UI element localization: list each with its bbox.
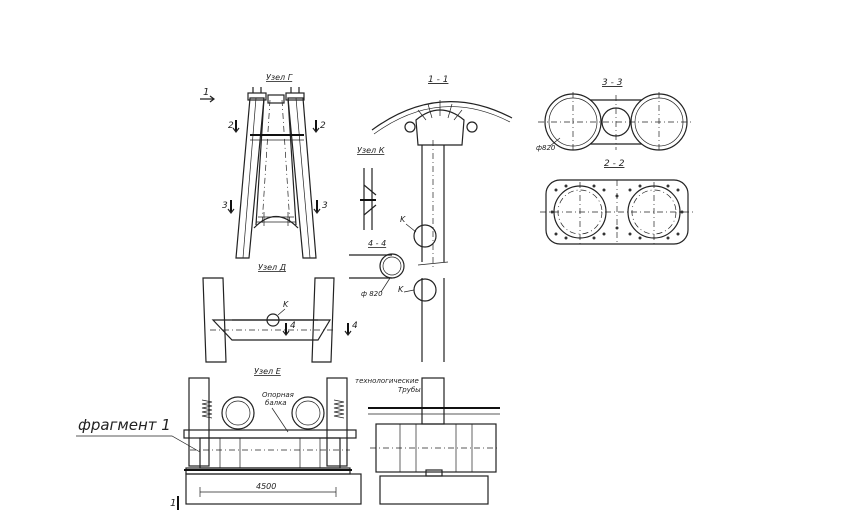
node-e-label: Узел Е xyxy=(254,367,282,376)
section-mark-1-bottom: 1 xyxy=(170,498,176,509)
svg-text:K: K xyxy=(400,215,406,224)
left-cap xyxy=(247,92,267,101)
column-head xyxy=(415,109,465,146)
detail-left-post xyxy=(202,277,227,363)
node-d-detail: K 4 4 Узел Е xyxy=(202,277,358,376)
dimension-line xyxy=(199,487,337,497)
svg-text:4: 4 xyxy=(290,321,296,331)
support-frame xyxy=(199,437,341,469)
section-3-3-dia: ф820 xyxy=(536,144,556,152)
detail-k-circle xyxy=(266,313,280,327)
section-2-2: 2 - 2 xyxy=(540,159,694,245)
svg-text:K: K xyxy=(398,285,404,294)
left-spring xyxy=(201,399,213,419)
svg-text:4: 4 xyxy=(352,321,358,331)
support-foundation xyxy=(185,473,362,505)
pipe-4-4 xyxy=(349,254,392,279)
tech-column xyxy=(421,377,445,425)
section-4-4-title: 4 - 4 xyxy=(368,239,386,248)
section-2-2-title: 2 - 2 xyxy=(604,159,625,169)
section-1-1-title: 1 - 1 xyxy=(428,75,448,85)
section-3-3: 3 - 3 ф820 xyxy=(536,78,694,152)
tech-foundation xyxy=(379,475,489,505)
svg-text:2: 2 xyxy=(228,121,234,131)
svg-text:3: 3 xyxy=(222,201,228,211)
support-beam-label-2: балка xyxy=(265,399,287,407)
svg-text:3: 3 xyxy=(322,201,328,211)
pipe-4-4-end xyxy=(379,253,405,279)
pipe-dia-b: ф 820 xyxy=(361,290,383,298)
fragment-label: фрагмент 1 xyxy=(78,416,171,434)
tech-pipes-label-2: Трубы xyxy=(398,386,421,394)
support-beam-top xyxy=(183,429,357,439)
dimension-4500: 4500 xyxy=(256,482,276,491)
pipe-right xyxy=(291,396,325,430)
node-d-label: Узел Д xyxy=(258,263,286,272)
node-k-circle-1 xyxy=(413,224,437,248)
leg-arch xyxy=(253,215,299,229)
node-k-detail: Узел К 4 - 4 ф 820 xyxy=(349,146,405,298)
right-leg xyxy=(287,97,317,259)
node-e-support: 4500 Опорная балка 1 фрагмент 1 xyxy=(76,377,362,510)
section-arrow-1 xyxy=(200,95,215,103)
support-beam-label-1: Опорная xyxy=(262,391,294,399)
left-leg xyxy=(235,97,265,259)
tech-pipes-section: технологические Трубы xyxy=(355,377,500,505)
node-g-label: Узел Г xyxy=(266,73,293,82)
tech-pipes-label-1: технологические xyxy=(355,377,419,385)
roof-arch xyxy=(371,101,513,131)
right-cap xyxy=(285,92,305,101)
support-right-column xyxy=(326,377,348,467)
fragment-leader xyxy=(76,435,201,453)
column-upper xyxy=(421,145,445,262)
detail-right-post xyxy=(311,277,335,363)
twin-column-elevation: 1 Узел Г 2 2 3 3 xyxy=(200,73,328,272)
section-1-1: 1 - 1 K K xyxy=(371,75,513,362)
section-3-3-title: 3 - 3 xyxy=(602,78,623,88)
column-lower xyxy=(421,278,445,362)
node-k-circle-2 xyxy=(413,278,437,302)
pipe-left xyxy=(221,396,255,430)
svg-text:2: 2 xyxy=(320,121,326,131)
right-spring xyxy=(333,399,345,419)
support-left-column xyxy=(188,377,210,467)
section-mark-1-top: 1 xyxy=(203,87,209,98)
svg-text:K: K xyxy=(283,300,289,309)
node-k-label: Узел К xyxy=(357,146,385,155)
section-2-2-bolts xyxy=(550,184,684,240)
